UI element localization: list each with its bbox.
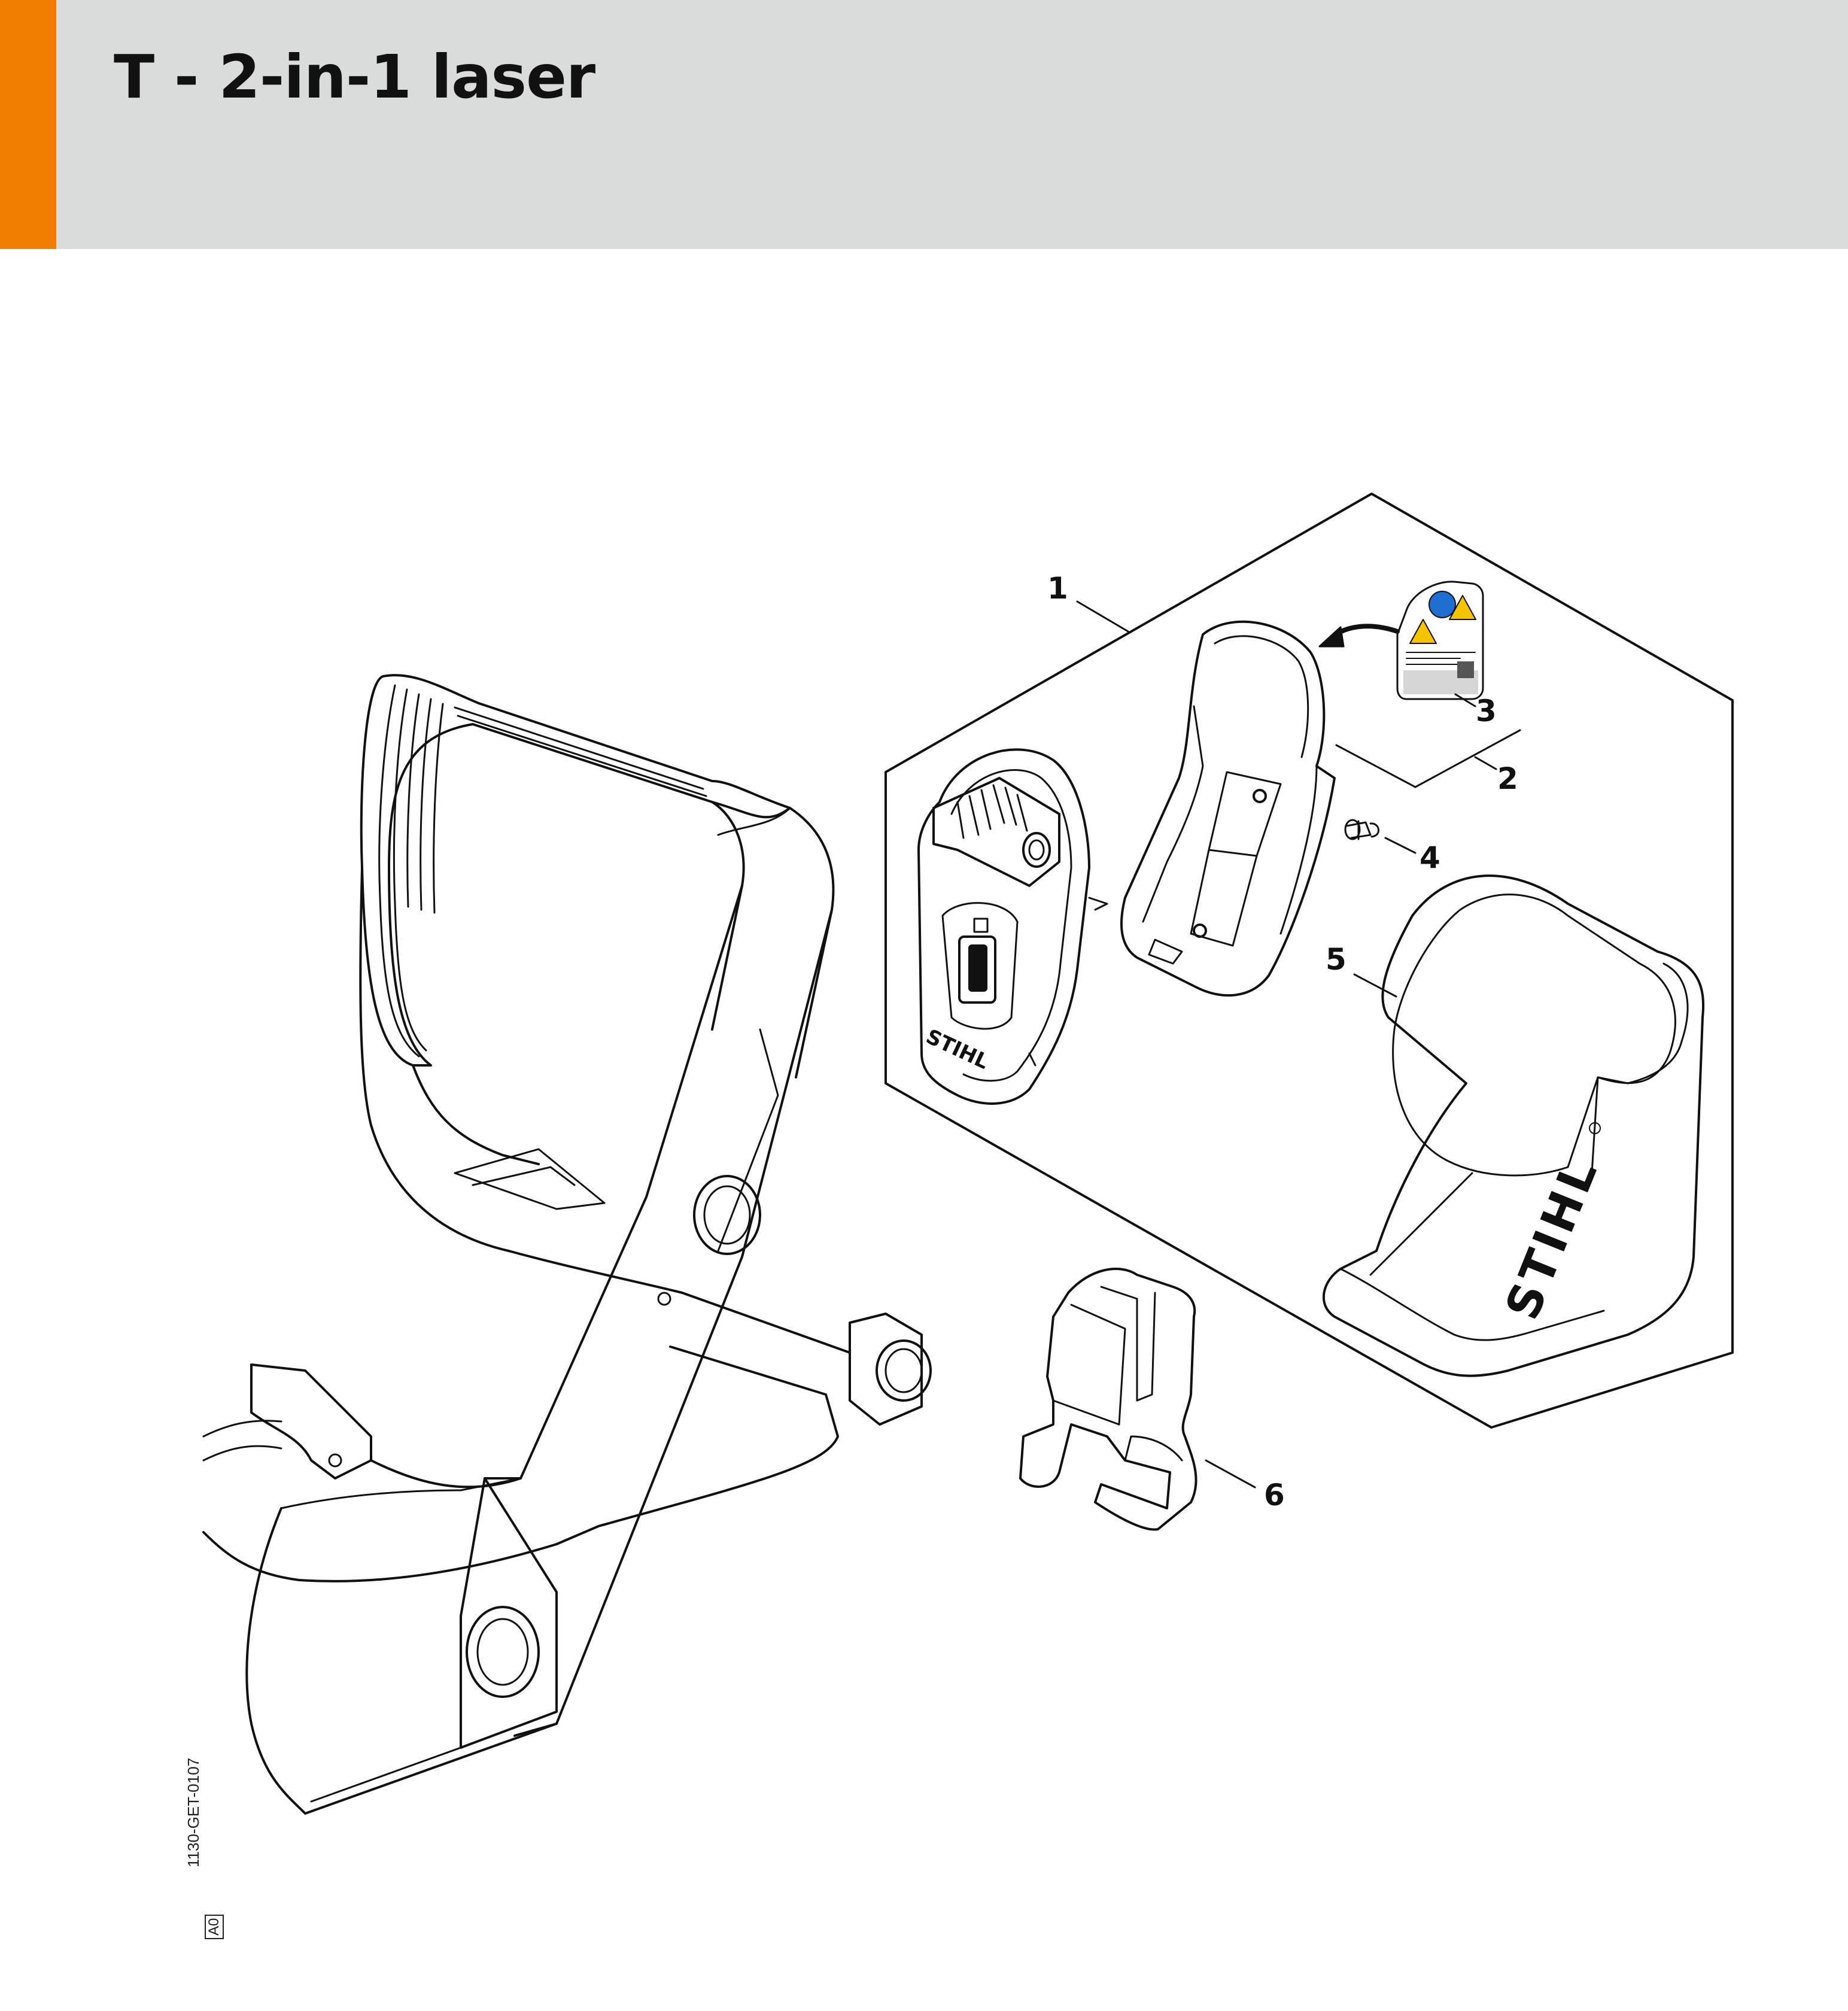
header-bar: [0, 0, 1848, 249]
drawing-code: 1130-GET-0107: [184, 1757, 202, 1867]
accent-stripe: [0, 0, 56, 249]
warning-label: [1396, 581, 1484, 700]
laser-cover: STIHL: [1323, 874, 1705, 1377]
revision-box: A0: [205, 1914, 224, 1939]
mounting-clip: [1019, 1268, 1197, 1531]
housing-logo: STIHL: [922, 1025, 992, 1074]
callout-5: 5: [1326, 942, 1347, 977]
callout-1: 1: [1047, 571, 1068, 606]
callout-6: 6: [1264, 1478, 1285, 1512]
page-title: T - 2-in-1 laser: [114, 42, 595, 112]
mandatory-read-icon: [1428, 591, 1456, 618]
attach-arrow: [1318, 624, 1400, 648]
callout-3: 3: [1476, 694, 1497, 728]
kit-boundary: [885, 493, 1734, 1429]
qr-code-icon: [1457, 661, 1474, 678]
callout-4: 4: [1420, 840, 1440, 875]
laser-warning-triangle-icon: [1449, 595, 1476, 620]
callout-2: 2: [1497, 761, 1518, 796]
plug-part: [1344, 819, 1379, 840]
cover-shell: [1120, 620, 1336, 997]
callout-numbers: 1 2 3 4 5 6: [1047, 571, 1518, 1512]
front-handle: [202, 674, 932, 1815]
laser-switch-housing: STIHL: [917, 748, 1108, 1105]
leader-lines: [1076, 600, 1521, 1488]
warning-triangle-icon: [1409, 619, 1437, 644]
